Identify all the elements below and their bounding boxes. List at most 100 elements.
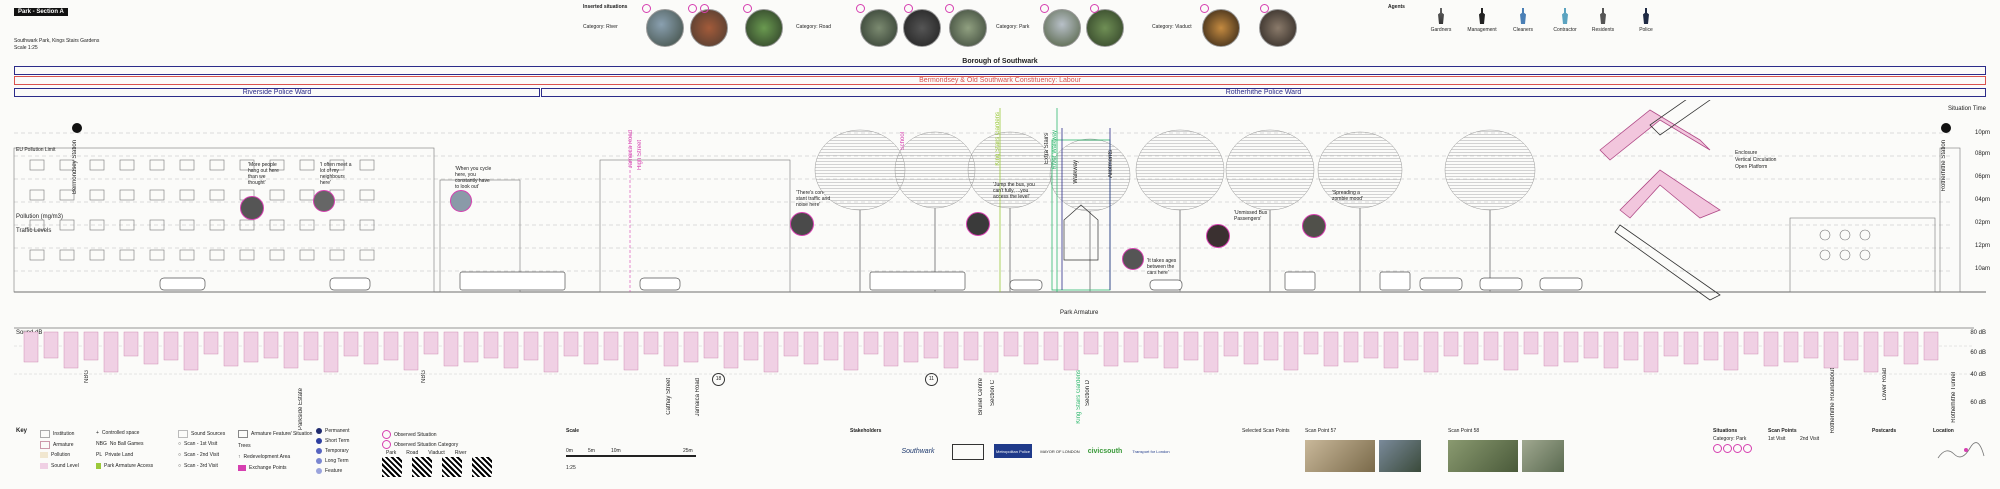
- situation-photo[interactable]: [1206, 224, 1230, 248]
- agent-police: Police: [1626, 8, 1666, 33]
- situation-thumb-river-1[interactable]: [646, 9, 684, 47]
- time-tick: 06pm: [1974, 174, 1990, 180]
- situation-photo[interactable]: [450, 190, 472, 212]
- time-tick: 10am: [1974, 266, 1990, 272]
- time-tick: 12pm: [1974, 243, 1990, 249]
- scan-photo[interactable]: [1448, 440, 1518, 472]
- logo-tfl: Transport for London: [1132, 448, 1170, 454]
- label-extra-stairs: Extra Stairs: [1044, 133, 1050, 165]
- section-drawing: [13, 100, 1986, 301]
- situation-thumb-park-2[interactable]: [1086, 9, 1124, 47]
- sound-level-80: 80 dB: [1970, 330, 1986, 336]
- street-brunel: Brunel Centre: [978, 378, 984, 416]
- traffic-label: Traffic Levels: [16, 228, 52, 234]
- situation-photo[interactable]: [966, 212, 990, 236]
- key-observed-situation: Observed Situation: [382, 430, 437, 439]
- scale-tick-10: 10m: [611, 448, 621, 454]
- scale-tick-5: 5m: [588, 448, 595, 454]
- key-exchange-points: Exchange Points: [238, 465, 287, 471]
- situation-marker: [1733, 444, 1742, 453]
- label-high-street: High Street: [637, 140, 643, 171]
- situation-photo[interactable]: [1302, 214, 1326, 238]
- node-11[interactable]: 11: [925, 373, 938, 386]
- key-sound-sources: Sound Sources: [178, 430, 225, 438]
- qr-code[interactable]: [442, 457, 462, 477]
- pollution-limit-label: EU Pollution Limit: [16, 147, 56, 153]
- quote-5: 'Jump the bus, you can't fully, ...you a…: [993, 182, 1035, 200]
- situation-marker: [1260, 4, 1269, 13]
- situation-time-title: Situation Time: [1947, 106, 1986, 112]
- situations-title: Situations: [1713, 428, 1738, 434]
- borough-label: Borough of Southwark: [962, 58, 1038, 65]
- qr-code[interactable]: [412, 457, 432, 477]
- situation-photo[interactable]: [790, 212, 814, 236]
- postcards-title: Postcards: [1872, 428, 1897, 434]
- location-map: [1937, 442, 1985, 459]
- situation-thumb-viaduct-1[interactable]: [1202, 9, 1240, 47]
- street-lower-road: Lower Road: [1882, 368, 1888, 401]
- key-controlled-space: +Controlled space: [96, 430, 140, 436]
- situation-thumb-viaduct-2[interactable]: [1259, 9, 1297, 47]
- agents-title: Agents: [1388, 4, 1405, 10]
- agent-gardners: Gardners: [1421, 8, 1461, 33]
- key-institution: Institution: [40, 430, 74, 438]
- sound-level-40: 40 dB: [1970, 372, 1986, 378]
- situation-thumb-river-2[interactable]: [690, 9, 728, 47]
- person-icon: [1438, 8, 1444, 24]
- key-sound-level: Sound Level: [40, 463, 79, 469]
- situation-photo[interactable]: [313, 190, 335, 212]
- quote-2: 'I often meet a lot of my neighbours her…: [320, 162, 352, 186]
- situation-thumb-road-2[interactable]: [903, 9, 941, 47]
- label-jamaica-road: Jamaica Road: [628, 130, 634, 169]
- person-icon: [1643, 8, 1649, 24]
- key-trees: Trees: [238, 443, 251, 449]
- node-nbg-2: NBG: [421, 370, 427, 384]
- section-scale: Scale 1:25: [14, 45, 38, 51]
- constituency-band: Bermondsey & Old Southwark Constituency:…: [14, 76, 1986, 85]
- sound-bars: [14, 327, 1974, 375]
- agent-management: Management: [1462, 8, 1502, 33]
- key-long-term: Long Term: [316, 458, 349, 464]
- street-king-stairs: King Stairs Gardens: [1076, 370, 1082, 424]
- scan-photo[interactable]: [1379, 440, 1421, 472]
- quote-7: 'Spreading a zombie mood': [1332, 190, 1363, 202]
- station-label-rotherhithe: Rotherhithe Station: [1941, 140, 1947, 192]
- qr-code[interactable]: [382, 457, 402, 477]
- situation-photo[interactable]: [240, 196, 264, 220]
- situation-thumb-road-3[interactable]: [949, 9, 987, 47]
- street-rotherhithe-tunnel: Rotherhithe Tunnel: [1951, 372, 1957, 423]
- situations-category: Category: Park: [1713, 436, 1747, 442]
- street-jamaica: Jamaica Road: [695, 378, 701, 417]
- scan-legend-2nd: 2nd Visit: [1800, 436, 1820, 442]
- node-18[interactable]: 18: [712, 373, 725, 386]
- agent-contractor: Contractor: [1545, 8, 1585, 33]
- situation-photo[interactable]: [1122, 248, 1144, 270]
- category-road: Category: Road: [796, 24, 832, 30]
- label-river-walkway: River Walkway: [1052, 130, 1058, 170]
- scan-photo[interactable]: [1305, 440, 1375, 472]
- person-icon: [1562, 8, 1568, 24]
- situation-marker: [1743, 444, 1752, 453]
- key-observed-category: Observed Situation Category: [382, 440, 458, 449]
- qr-code[interactable]: [472, 457, 492, 477]
- category-river: Category: River: [583, 24, 618, 30]
- situation-thumb-river-3[interactable]: [745, 9, 783, 47]
- scale-ratio: 1:25: [566, 465, 576, 471]
- situation-marker: [1090, 4, 1099, 13]
- situation-thumb-park-1[interactable]: [1043, 9, 1081, 47]
- section-subtitle: Southwark Park, Kings Stairs Gardens: [14, 38, 100, 44]
- key-armature: Armature: [40, 441, 74, 449]
- scan-point-57: Scan Point 57: [1305, 428, 1337, 434]
- label-walkway: Walkway: [1073, 160, 1079, 184]
- scan-photo[interactable]: [1522, 440, 1564, 472]
- key-armature-feature: Armature Feature/ Situation: [238, 430, 312, 438]
- scan-points-title: Selected Scan Points: [1242, 428, 1290, 434]
- situation-marker: [688, 4, 697, 13]
- key-scan-3rd: ○Scan - 3rd Visit: [178, 463, 218, 469]
- park-armature-label: Park Armature: [1060, 310, 1099, 316]
- inserted-title: Inserted situations: [583, 4, 628, 10]
- ward-riverside-band: Riverside Police Ward: [14, 88, 540, 97]
- arrow-icon: ↑: [238, 454, 241, 460]
- situation-thumb-road-1[interactable]: [860, 9, 898, 47]
